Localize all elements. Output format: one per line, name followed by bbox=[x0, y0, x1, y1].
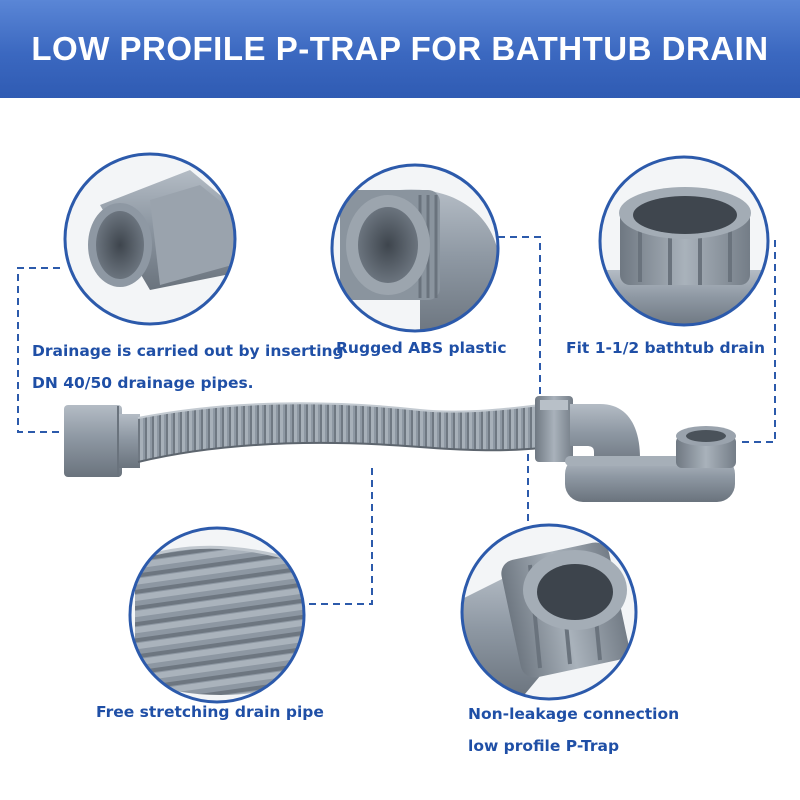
leader-line-pipe-insert bbox=[17, 267, 70, 433]
detail-circle-abs bbox=[330, 163, 500, 333]
caption-connection-line1: Non-leakage connection bbox=[468, 705, 680, 723]
caption-abs-plastic: Rugged ABS plastic bbox=[336, 339, 507, 357]
detail-circle-bathtub bbox=[598, 155, 770, 327]
leader-line-abs bbox=[498, 236, 541, 398]
caption-stretch-pipe: Free stretching drain pipe bbox=[96, 703, 324, 721]
detail-circle-stretch bbox=[128, 526, 306, 704]
caption-bathtub-fit: Fit 1-1/2 bathtub drain bbox=[566, 339, 766, 357]
elbow-trap bbox=[535, 396, 736, 502]
end-socket bbox=[64, 405, 140, 477]
caption-pipe-insert-line2: DN 40/50 drainage pipes. bbox=[32, 374, 254, 392]
detail-circle-connection bbox=[460, 523, 638, 701]
caption-connection-line2: low profile P-Trap bbox=[468, 737, 620, 755]
caption-pipe-insert-line1: Drainage is carried out by inserting bbox=[32, 342, 344, 360]
corrugated-hose bbox=[137, 402, 541, 463]
leader-line-stretch bbox=[307, 468, 373, 605]
page-title: LOW PROFILE P-TRAP FOR BATHTUB DRAIN bbox=[31, 30, 769, 67]
title-banner: LOW PROFILE P-TRAP FOR BATHTUB DRAIN bbox=[0, 0, 800, 98]
detail-circle-pipe-end bbox=[63, 152, 237, 326]
